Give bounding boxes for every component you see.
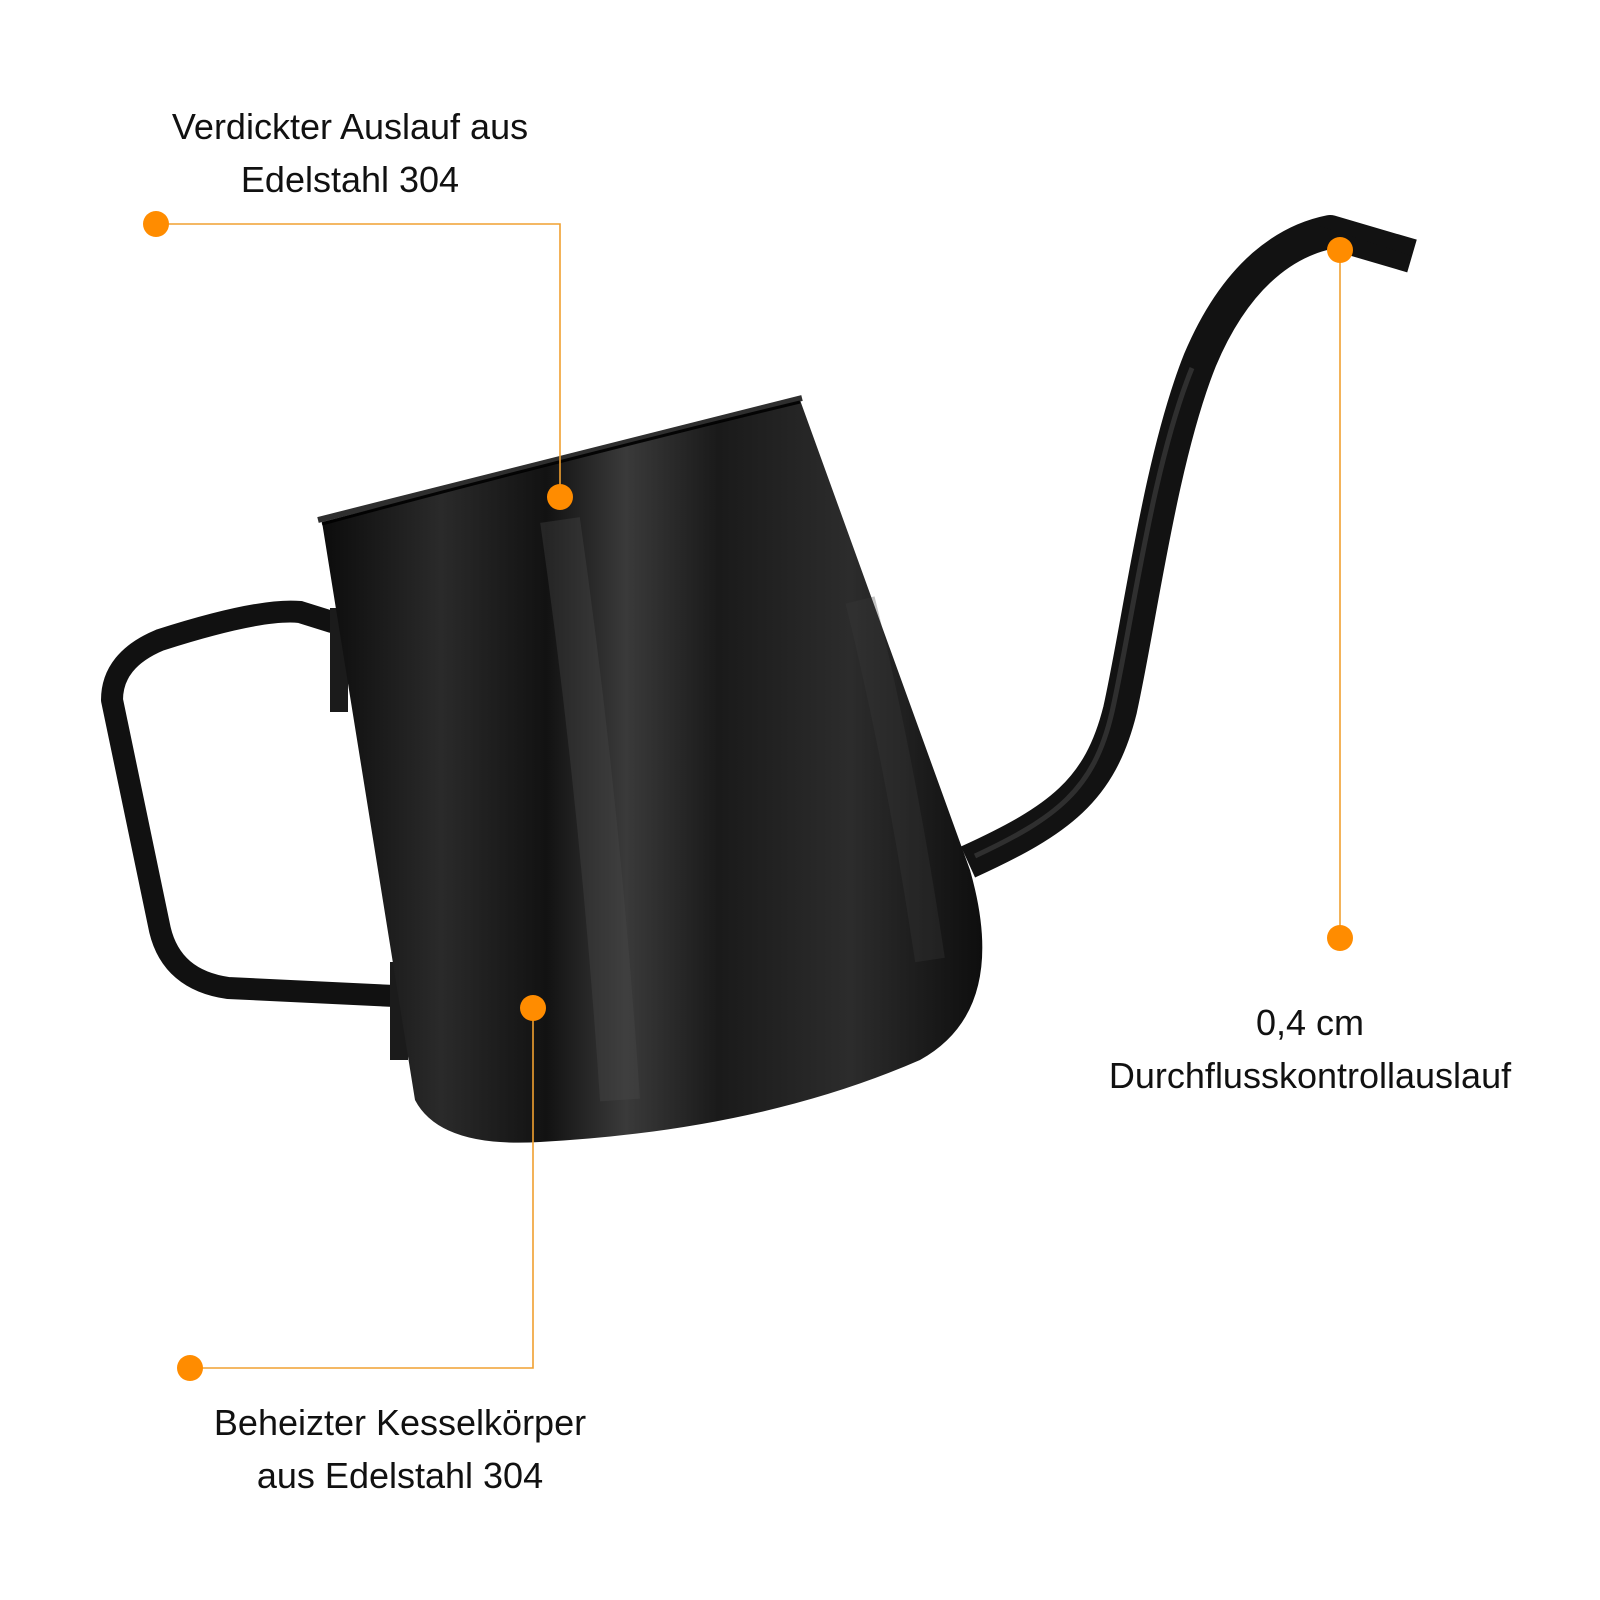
flow-callout-dot-end (1327, 925, 1353, 951)
body-leader-line (192, 1005, 534, 1369)
spout-callout-dot-inner (547, 484, 573, 510)
spout-callout-dot-outer (143, 211, 169, 237)
callout-leader-lines (156, 223, 1341, 1369)
body-callout-dot-outer (177, 1355, 203, 1381)
flow-control-line-2: Durchflusskontrollauslauf (1108, 1055, 1512, 1096)
kettle-body-label: Beheizter Kesselkörper aus Edelstahl 304 (180, 1396, 620, 1502)
flow-control-line-1: 0,4 cm (1255, 1002, 1365, 1043)
gooseneck-spout (960, 215, 1417, 878)
body-callout-dot-inner (520, 995, 546, 1021)
spout-leader-line (156, 223, 561, 497)
spout-feature-line-1: Verdickter Auslauf aus (171, 106, 529, 147)
kettle-body (317, 395, 983, 1143)
flow-callout-dot-tip (1327, 237, 1353, 263)
spout-feature-label: Verdickter Auslauf aus Edelstahl 304 (148, 100, 552, 206)
flow-control-label: 0,4 cm Durchflusskontrollauslauf (1080, 996, 1540, 1102)
kettle-body-line-1: Beheizter Kesselkörper (213, 1402, 587, 1443)
callout-dots (143, 211, 1353, 1381)
kettle-body-line-2: aus Edelstahl 304 (256, 1455, 544, 1496)
spout-feature-line-2: Edelstahl 304 (240, 159, 460, 200)
